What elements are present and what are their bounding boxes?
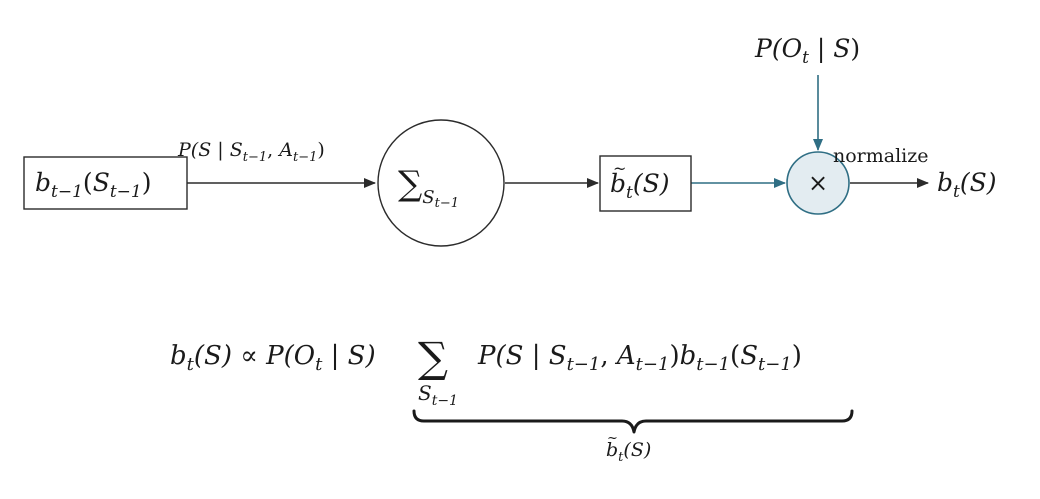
formula-sum-symbol: ∑ — [418, 333, 448, 382]
observation-model-label: P(Ot | S) — [754, 34, 860, 68]
normalize-label: normalize — [833, 145, 929, 167]
formula-rhs: P(S | St−1, At−1)bt−1(St−1) — [477, 341, 802, 375]
prior-belief-box — [23, 156, 188, 210]
sum-node-label: ∑St−1 — [398, 164, 459, 211]
prior-belief-label: bt−1(St−1) — [35, 168, 152, 202]
sum-node — [377, 119, 505, 247]
formula-sum-subscript: St−1 — [418, 381, 458, 409]
underbrace-label-tilde: ~ — [607, 431, 618, 446]
formula-lhs: bt(S) ∝ P(Ot | S) — [170, 341, 376, 375]
multiply-node — [786, 151, 850, 215]
predicted-belief-label: bt(S) — [610, 169, 670, 203]
underbrace-label: bt(S) — [606, 439, 651, 465]
multiply-node-label: × — [808, 169, 828, 197]
predicted-belief-box — [599, 155, 692, 212]
predicted-belief-tilde: ~ — [613, 159, 626, 178]
transition-model-label: P(S | St−1, At−1) — [177, 139, 325, 165]
underbrace — [412, 409, 854, 434]
posterior-belief-label: bt(S) — [937, 168, 997, 202]
